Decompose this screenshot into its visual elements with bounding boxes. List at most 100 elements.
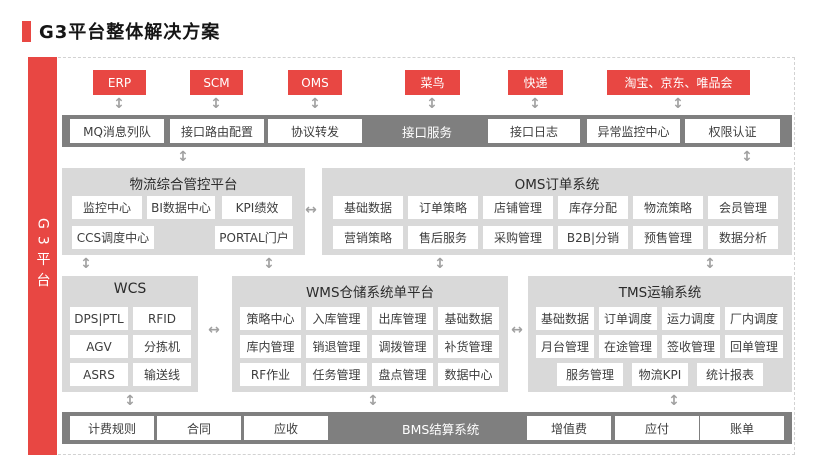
panel-tms: TMS运输系统 基础数据 订单调度 运力调度 厂内调度 月台管理 在途管理 签收… xyxy=(528,276,792,392)
system-platforms: 淘宝、京东、唯品会 xyxy=(607,70,750,95)
tms-title: TMS运输系统 xyxy=(618,285,702,301)
v-arrow-icon: ↕ xyxy=(704,256,716,272)
oms-item: 物流策略 xyxy=(633,196,703,219)
cp-kpi: KPI绩效 xyxy=(222,196,292,219)
panel-oms: OMS订单系统 基础数据 订单策略 店铺管理 库存分配 物流策略 会员管理 营销… xyxy=(322,168,792,255)
bms-settlement-bar: 计费规则 合同 应收 BMS结算系统 增值费 应付 账单 xyxy=(62,412,792,444)
wcs-item: AGV xyxy=(70,335,128,358)
wms-item: 任务管理 xyxy=(306,363,367,386)
bms-contract: 合同 xyxy=(157,416,241,440)
wms-item: 入库管理 xyxy=(306,307,367,330)
oms-item: 店铺管理 xyxy=(483,196,553,219)
interface-services-bar: MQ消息列队 接口路由配置 协议转发 接口服务 接口日志 异常监控中心 权限认证 xyxy=(62,115,792,147)
wms-item: 销退管理 xyxy=(306,335,367,358)
h-arrow-icon: ↔ xyxy=(305,202,317,218)
g3-platform-rail: G3平台 xyxy=(28,57,57,455)
tms-item: 物流KPI xyxy=(632,363,688,386)
bms-value-added-fee: 增值费 xyxy=(527,416,611,440)
cp-monitor-center: 监控中心 xyxy=(72,196,142,219)
oms-item: 营销策略 xyxy=(333,226,403,249)
wms-title: WMS仓储系统单平台 xyxy=(305,285,435,301)
tms-item: 回单管理 xyxy=(725,335,783,358)
system-cainiao: 菜鸟 xyxy=(405,70,460,95)
panel-wcs: WCS DPS|PTL RFID AGV 分拣机 ASRS 输送线 xyxy=(62,276,198,392)
wms-item: 补货管理 xyxy=(438,335,499,358)
title-accent-bar xyxy=(22,20,31,42)
v-arrow-icon: ↕ xyxy=(367,393,379,409)
v-arrow-icon: ↕ xyxy=(309,96,321,112)
interface-monitor: 异常监控中心 xyxy=(587,119,680,143)
v-arrow-icon: ↕ xyxy=(113,96,125,112)
wcs-item: RFID xyxy=(133,307,191,330)
oms-item: 售后服务 xyxy=(408,226,478,249)
oms-item: B2B|分销 xyxy=(558,226,628,249)
wms-item: 策略中心 xyxy=(240,307,301,330)
cp-bi-center: BI数据中心 xyxy=(147,196,215,219)
oms-item: 预售管理 xyxy=(633,226,703,249)
v-arrow-icon: ↕ xyxy=(263,256,275,272)
wcs-item: 分拣机 xyxy=(133,335,191,358)
h-arrow-icon: ↔ xyxy=(511,322,523,338)
bms-bill: 账单 xyxy=(700,416,784,440)
wcs-item: ASRS xyxy=(70,363,128,386)
tms-item: 运力调度 xyxy=(662,307,720,330)
wcs-title: WCS xyxy=(113,281,147,297)
wms-item: RF作业 xyxy=(240,363,301,386)
v-arrow-icon: ↕ xyxy=(124,393,136,409)
panel-control-platform: 物流综合管控平台 监控中心 BI数据中心 KPI绩效 CCS调度中心 PORTA… xyxy=(62,168,305,255)
system-erp: ERP xyxy=(93,70,146,95)
wms-item: 出库管理 xyxy=(372,307,433,330)
system-oms: OMS xyxy=(288,70,342,95)
panel-wms: WMS仓储系统单平台 策略中心 入库管理 出库管理 基础数据 库内管理 销退管理… xyxy=(232,276,508,392)
v-arrow-icon: ↕ xyxy=(177,149,189,165)
wcs-item: 输送线 xyxy=(133,363,191,386)
bms-billing-rules: 计费规则 xyxy=(70,416,154,440)
interface-mq-queue: MQ消息列队 xyxy=(70,119,164,143)
interface-auth: 权限认证 xyxy=(685,119,780,143)
v-arrow-icon: ↕ xyxy=(434,256,446,272)
oms-item: 库存分配 xyxy=(558,196,628,219)
interface-protocol: 协议转发 xyxy=(268,119,362,143)
wms-item: 基础数据 xyxy=(438,307,499,330)
oms-item: 采购管理 xyxy=(483,226,553,249)
title-row: G3平台整体解决方案 xyxy=(22,18,220,44)
bms-receivable: 应收 xyxy=(244,416,328,440)
tms-item: 订单调度 xyxy=(599,307,657,330)
interface-bar-label: 接口服务 xyxy=(402,124,453,140)
cp-portal: PORTAL门户 xyxy=(215,226,293,249)
oms-title: OMS订单系统 xyxy=(514,177,600,193)
interface-log: 接口日志 xyxy=(488,119,580,143)
v-arrow-icon: ↕ xyxy=(80,256,92,272)
cp-ccs: CCS调度中心 xyxy=(72,226,154,249)
wcs-item: DPS|PTL xyxy=(70,307,128,330)
oms-item: 数据分析 xyxy=(708,226,778,249)
oms-item: 订单策略 xyxy=(408,196,478,219)
control-platform-title: 物流综合管控平台 xyxy=(129,177,238,193)
page-title: G3平台整体解决方案 xyxy=(39,22,221,43)
bms-bar-label: BMS结算系统 xyxy=(402,421,480,437)
oms-item: 会员管理 xyxy=(708,196,778,219)
system-scm: SCM xyxy=(190,70,243,95)
tms-bottom-row: 服务管理 物流KPI 统计报表 xyxy=(528,363,792,386)
oms-item: 基础数据 xyxy=(333,196,403,219)
tms-item: 服务管理 xyxy=(557,363,623,386)
tms-item: 在途管理 xyxy=(599,335,657,358)
bms-payable: 应付 xyxy=(615,416,699,440)
v-arrow-icon: ↕ xyxy=(741,149,753,165)
tms-item: 月台管理 xyxy=(536,335,594,358)
wms-item: 数据中心 xyxy=(438,363,499,386)
wms-item: 调拨管理 xyxy=(372,335,433,358)
interface-route-config: 接口路由配置 xyxy=(170,119,264,143)
h-arrow-icon: ↔ xyxy=(208,322,220,338)
v-arrow-icon: ↕ xyxy=(426,96,438,112)
v-arrow-icon: ↕ xyxy=(529,96,541,112)
v-arrow-icon: ↕ xyxy=(672,96,684,112)
tms-item: 厂内调度 xyxy=(725,307,783,330)
v-arrow-icon: ↕ xyxy=(668,393,680,409)
system-express: 快递 xyxy=(508,70,563,95)
tms-item: 基础数据 xyxy=(536,307,594,330)
v-arrow-icon: ↕ xyxy=(210,96,222,112)
wms-item: 库内管理 xyxy=(240,335,301,358)
wms-item: 盘点管理 xyxy=(372,363,433,386)
